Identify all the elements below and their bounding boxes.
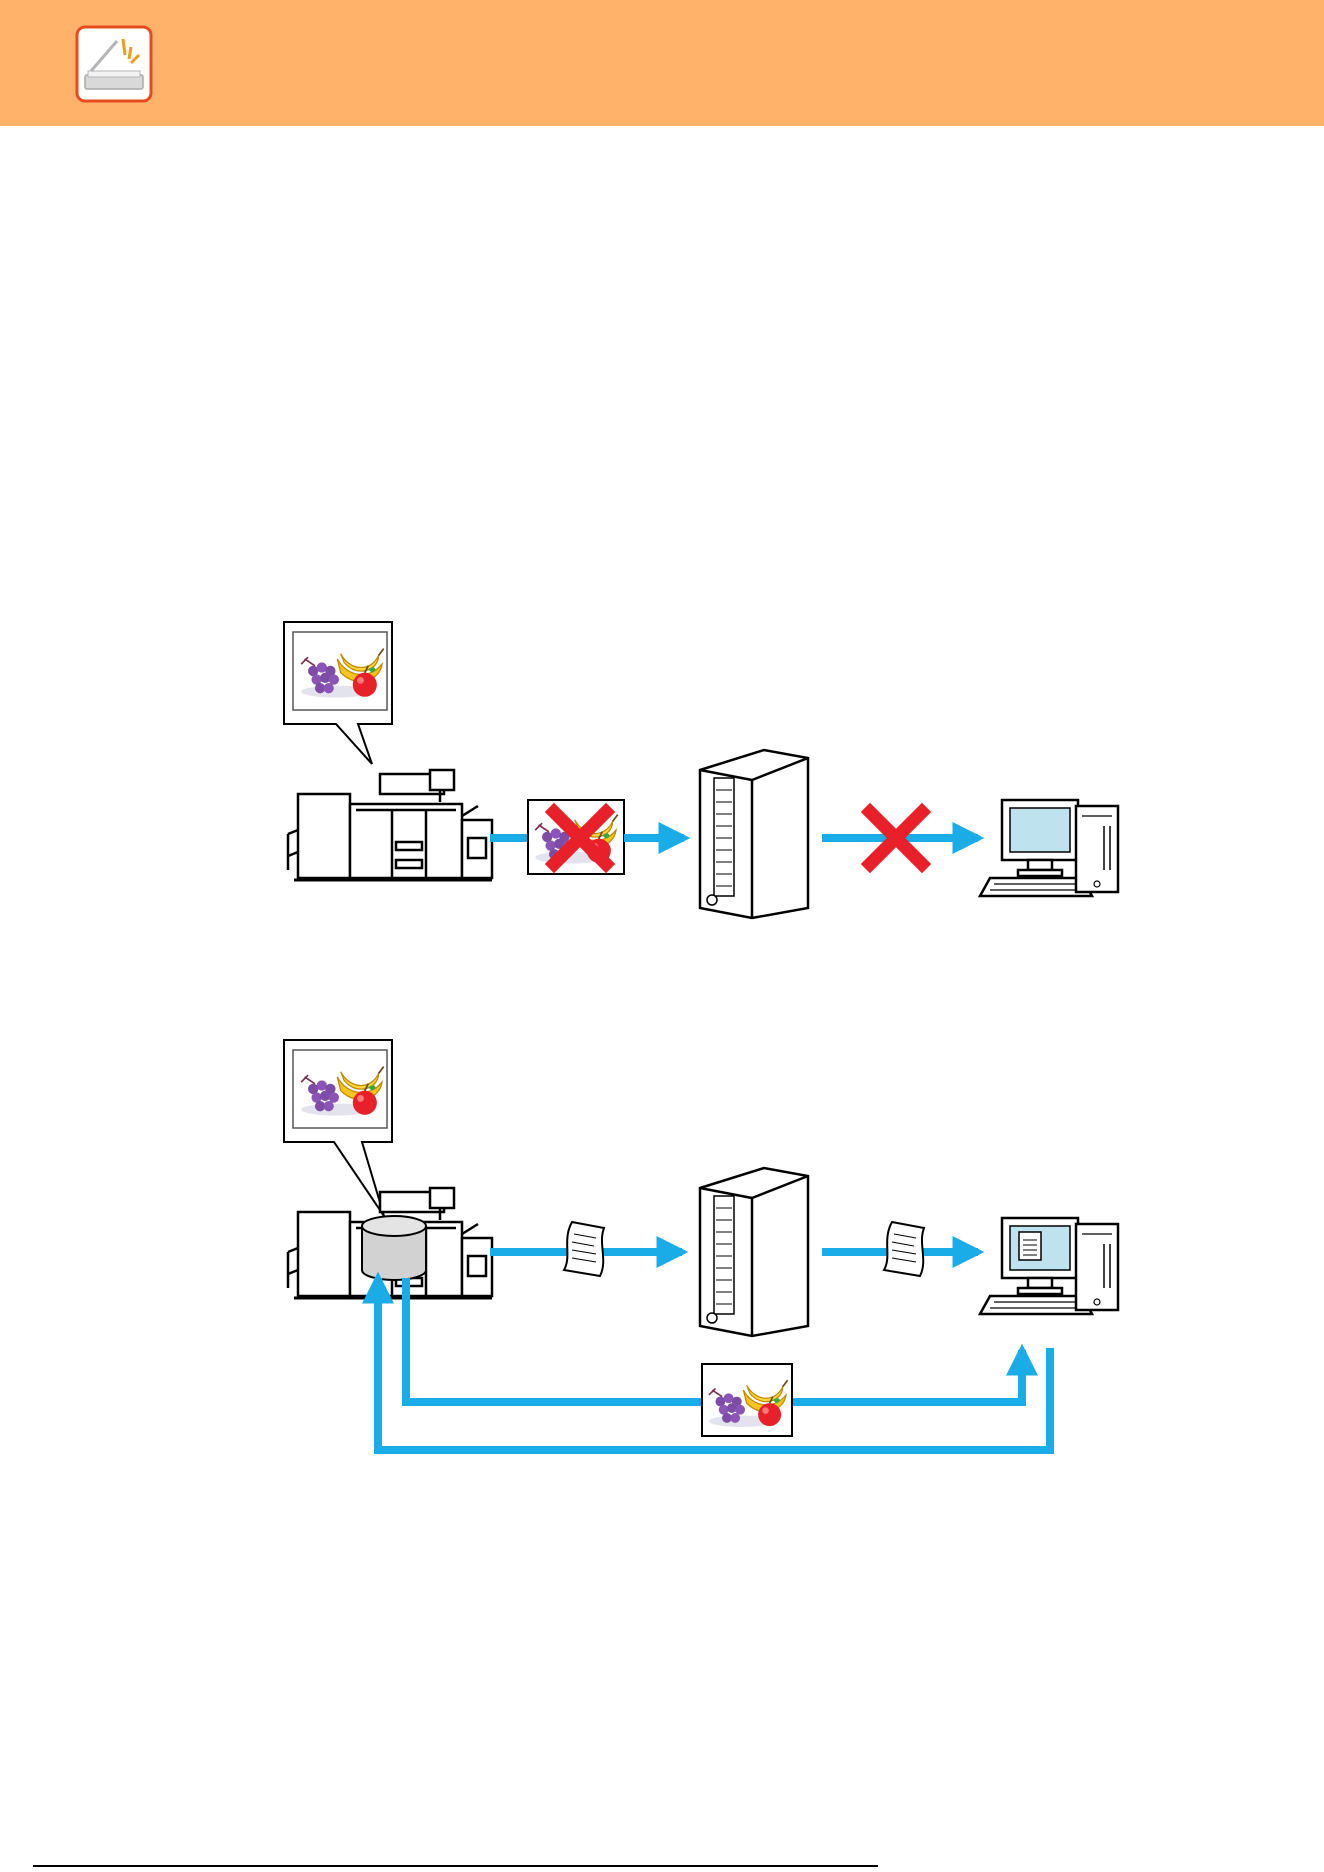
server-icon [700,750,808,918]
server-icon [700,1168,808,1336]
flow-diagram [0,600,1324,1480]
fruit-image [702,1364,792,1436]
scanner-icon [75,25,153,103]
footer-rule [33,1865,878,1867]
desktop-computer-icon [980,800,1118,896]
desktop-computer-icon [980,1218,1118,1314]
fruit-image [293,1050,387,1128]
storage-cylinder-icon [362,1216,426,1280]
header-bar [0,0,1324,126]
document-icon [884,1222,924,1276]
document-icon [564,1222,604,1276]
multifunction-printer-icon [288,770,492,880]
fruit-image [293,632,387,710]
